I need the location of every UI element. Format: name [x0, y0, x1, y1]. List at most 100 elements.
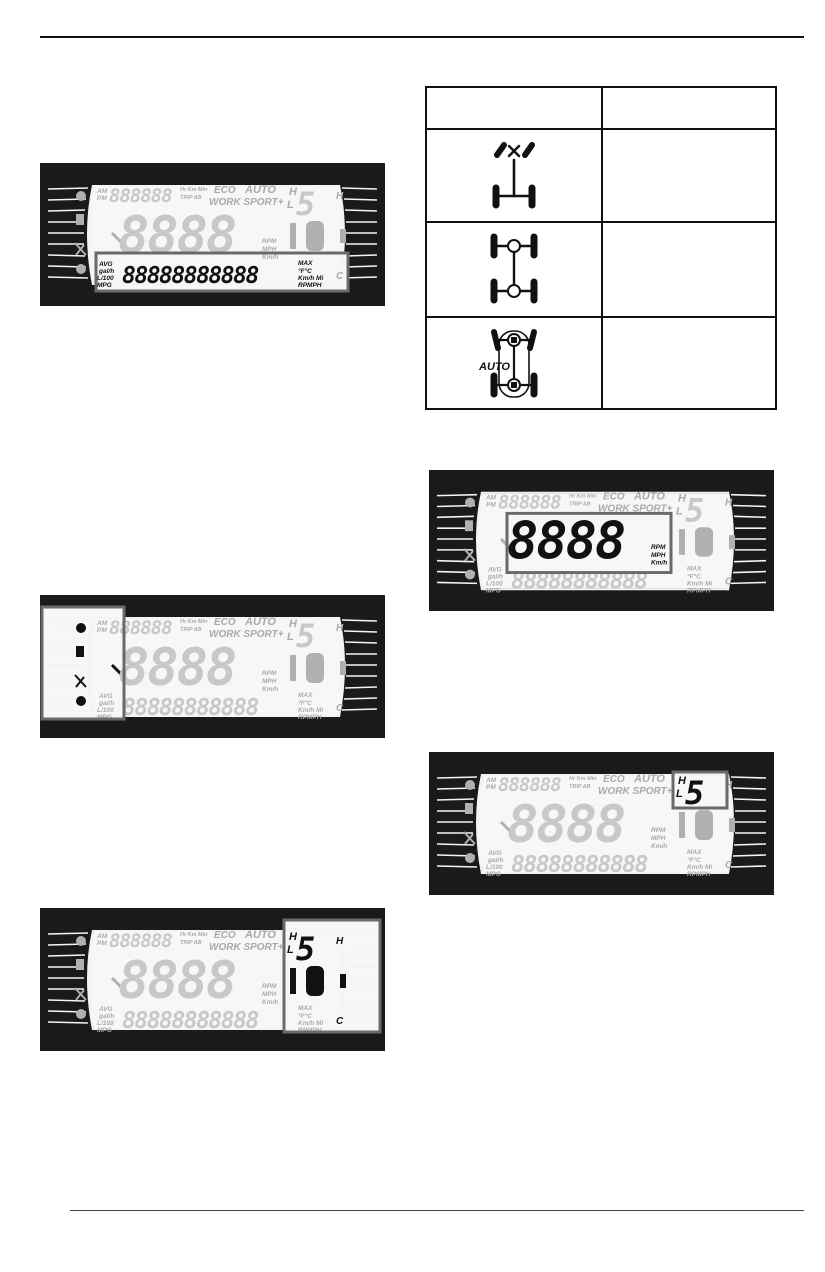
seatbelt-icon — [74, 242, 87, 256]
lcd-galh-label: gal/h — [487, 857, 503, 864]
lcd-avg-label: AVG — [487, 850, 502, 857]
drive-mode-icons — [679, 527, 735, 557]
lcd-display: AM PM 888888 Hr Km Min TRIP AB ECO AUTO … — [436, 770, 767, 878]
lcd-gear-digit: 5 — [685, 493, 704, 529]
lcd-mph-label: MPH — [262, 991, 277, 998]
lcd-bottom-digits: 88888888888 — [122, 1008, 258, 1034]
lcd-speed-digits: 8888 — [507, 512, 624, 572]
lcd-gear-h: H — [289, 931, 298, 943]
lcd-temp-c: C — [725, 860, 733, 871]
right-scale-ticks — [730, 776, 767, 868]
highlight-box — [505, 511, 673, 575]
lcd-gear-digit: 5 — [296, 185, 315, 223]
engine-light-icon — [76, 264, 86, 274]
lcd-units-trip: TRIP AB — [569, 784, 591, 790]
lcd-clock-digits: 888888 — [109, 930, 172, 952]
lcd-auto-label: AUTO — [244, 616, 276, 628]
lcd-frame-right — [727, 491, 734, 591]
lcd-gear-digit: 5 — [296, 617, 315, 655]
lcd-ampm-am: AM — [96, 188, 108, 195]
lcd-ampm-am: AM — [96, 620, 108, 627]
lcd-bottom-digits: 88888888888 — [122, 263, 258, 289]
lcd-l100-label: L/100 — [486, 864, 503, 871]
lcd-avg-label: AVG — [98, 261, 113, 268]
wrench-icon — [110, 976, 124, 990]
lcd-auto-label: AUTO — [244, 184, 276, 196]
lcd-max-label: MAX — [298, 692, 313, 699]
lcd-display: AM PM 888888 Hr Km Min TRIP AB ECO AUTO … — [436, 491, 767, 594]
lcd-mpg-label: MPG — [97, 282, 112, 289]
lcd-display: AM PM 888888 Hr Km Min TRIP AB ECO AUTO … — [40, 605, 378, 721]
lcd-units-trip: TRIP AB — [569, 502, 591, 508]
lcd-panel-speed-display: AM PM 888888 Hr Km Min TRIP AB ECO AUTO … — [429, 470, 774, 611]
lcd-ampm-pm: PM — [486, 502, 496, 509]
lcd-gear-digit: 5 — [685, 774, 704, 812]
lcd-temp-c: C — [725, 576, 733, 587]
left-indicator-icons — [74, 623, 124, 706]
lcd-ampm-am: AM — [485, 777, 497, 784]
lcd-frame-right — [338, 185, 345, 285]
warning-light-icon — [465, 780, 475, 790]
lcd-rpmph-label: RPMPH — [298, 282, 322, 289]
lcd-auto-label: AUTO — [633, 491, 665, 503]
lcd-kmh-label: Km/h — [651, 843, 667, 850]
right-scale-ticks — [341, 932, 378, 1024]
drive-mode-icons — [290, 653, 346, 683]
right-scale-ticks — [730, 493, 767, 585]
warning-light-icon — [465, 497, 475, 508]
fuel-pump-icon — [76, 959, 84, 970]
lcd-temp-units-label: °F°C — [298, 267, 312, 275]
lcd-auto-label: AUTO — [633, 773, 665, 785]
lcd-temp-c: C — [336, 271, 344, 282]
lcd-eco-label: ECO — [603, 774, 625, 785]
highlight-region — [284, 920, 380, 1032]
lcd-units-trip: TRIP AB — [180, 940, 202, 946]
warning-light-icon — [76, 936, 86, 946]
lcd-temp-units-label: °F°C — [298, 1012, 312, 1020]
drive-mode-table: AUTO — [425, 86, 777, 410]
lcd-temp-c: C — [336, 703, 344, 714]
lcd-kmh-label: Km/h — [262, 686, 278, 693]
lcd-galh-label: gal/h — [487, 573, 503, 580]
lcd-ampm-pm: PM — [97, 195, 107, 202]
lcd-max-label: MAX — [298, 1005, 313, 1012]
lcd-units-hr-km-min: Hr Km Min — [569, 776, 597, 782]
lcd-galh-label: gal/h — [98, 268, 114, 275]
lcd-mph-label: MPH — [262, 678, 277, 685]
lcd-speed-digits: 8888 — [118, 206, 235, 266]
fuel-pump-icon — [465, 520, 473, 532]
lcd-mpg-label: MPG — [486, 587, 501, 594]
lcd-ampm-am: AM — [485, 495, 497, 502]
table-row: AUTO — [427, 318, 775, 410]
lcd-face — [478, 776, 733, 872]
lcd-temp-h: H — [725, 498, 733, 509]
lcd-avg-label: AVG — [98, 1006, 113, 1013]
lcd-kmh-mi-label: Km/h Mi — [687, 580, 712, 587]
lcd-avg-label: AVG — [487, 567, 502, 574]
2wd-icon — [427, 128, 601, 221]
lcd-temp-units-label: °F°C — [687, 856, 701, 864]
lcd-mph-label: MPH — [262, 246, 277, 253]
lcd-gear-h: H — [678, 493, 687, 505]
lcd-ampm-am: AM — [96, 933, 108, 940]
lcd-rpm-label: RPM — [651, 544, 666, 551]
seatbelt-icon — [463, 548, 476, 562]
lcd-mph-label: MPH — [651, 835, 666, 842]
lcd-clock-digits: 888888 — [498, 774, 561, 796]
seatbelt-icon — [463, 831, 476, 845]
lcd-rpm-label: RPM — [651, 827, 666, 834]
lcd-work-sport-label: WORK SPORT+ — [209, 629, 284, 640]
lcd-face — [89, 932, 344, 1028]
lcd-temp-units-label: °F°C — [687, 573, 701, 581]
lcd-temp-h: H — [336, 936, 344, 947]
lcd-rpm-label: RPM — [262, 983, 277, 990]
lcd-l100-label: L/100 — [486, 580, 503, 587]
lcd-eco-label: ECO — [214, 185, 236, 196]
lcd-l100-label: L/100 — [97, 275, 114, 282]
lcd-eco-label: ECO — [603, 492, 625, 503]
lcd-auto-label: AUTO — [244, 929, 276, 941]
right-scale-ticks — [341, 619, 378, 711]
highlight-box — [282, 918, 382, 1034]
lcd-kmh-label: Km/h — [262, 254, 278, 261]
lcd-face — [89, 619, 344, 715]
